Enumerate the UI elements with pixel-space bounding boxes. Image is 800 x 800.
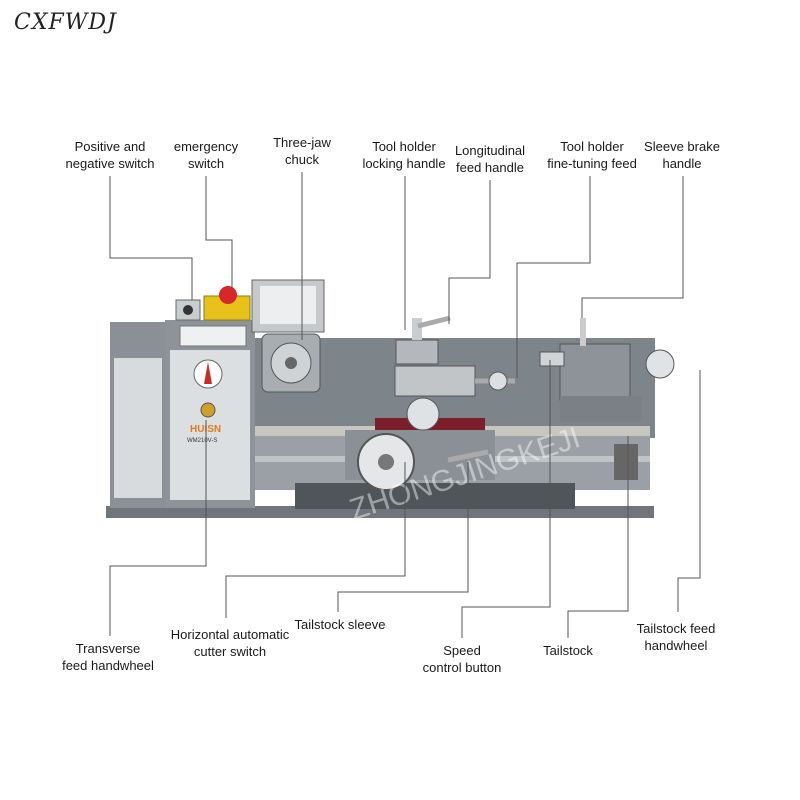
label-tailstock-feed-handwheel: Tailstock feed handwheel bbox=[636, 621, 716, 653]
leader-positive-negative-switch bbox=[109, 176, 193, 300]
label-three-jaw-chuck: Three-jaw chuck bbox=[273, 135, 331, 167]
label-positive-negative-switch: Positive and negative switch bbox=[65, 139, 155, 171]
label-emergency-switch: emergency switch bbox=[173, 139, 239, 171]
leader-tool-holder-fine-tuning-feed bbox=[516, 176, 591, 378]
handwheel-hub bbox=[378, 454, 394, 470]
label-speed-control-button: Speed control button bbox=[422, 643, 502, 675]
tool-post-stem bbox=[412, 318, 422, 340]
leader-sleeve-brake-handle bbox=[581, 176, 684, 318]
leader-emergency-switch bbox=[205, 176, 233, 288]
leader-horizontal-automatic-cutter-switch bbox=[225, 462, 406, 618]
speed-knob bbox=[200, 402, 216, 418]
leader-tailstock-sleeve bbox=[337, 462, 469, 612]
label-longitudinal-feed-handle: Longitudinal feed handle bbox=[454, 143, 526, 175]
transverse-feed-wheel bbox=[406, 397, 440, 431]
leader-speed-control-button bbox=[461, 360, 551, 638]
label-horizontal-automatic-cutter-switch: Horizontal automatic cutter switch bbox=[170, 627, 290, 659]
chuck-center bbox=[285, 357, 297, 369]
machine-model: WM210V-S bbox=[187, 438, 217, 444]
panel-display bbox=[179, 325, 247, 347]
cross-slide bbox=[394, 365, 476, 397]
fine-tuning-wheel bbox=[488, 371, 508, 391]
sleeve-brake-handle bbox=[580, 318, 586, 346]
tailstock-sleeve bbox=[539, 351, 565, 367]
tailstock-body bbox=[559, 343, 631, 401]
direction-knob bbox=[183, 305, 193, 315]
label-tailstock: Tailstock bbox=[543, 643, 593, 658]
label-tool-holder-fine-tuning-feed: Tool holder fine-tuning feed bbox=[547, 139, 637, 171]
leader-transverse-feed-handwheel bbox=[109, 420, 207, 636]
tailstock-handwheel bbox=[645, 349, 675, 379]
leader-lines bbox=[109, 172, 701, 638]
label-transverse-feed-handwheel: Transverse feed handwheel bbox=[62, 641, 154, 673]
leader-longitudinal-feed-handle bbox=[448, 180, 491, 324]
label-tool-holder-locking-handle: Tool holder locking handle bbox=[362, 139, 446, 171]
tailstock-base bbox=[560, 396, 642, 422]
tailstock-clamp bbox=[614, 444, 638, 480]
label-tailstock-sleeve: Tailstock sleeve bbox=[294, 617, 386, 632]
tool-post bbox=[395, 339, 439, 365]
label-sleeve-brake-handle: Sleeve brake handle bbox=[644, 139, 720, 171]
dial-pointer bbox=[204, 362, 212, 384]
leader-tailstock bbox=[567, 436, 629, 638]
auto-feed-lever bbox=[447, 449, 489, 463]
chuck-guard-window bbox=[260, 286, 316, 324]
leader-tailstock-feed-handwheel bbox=[677, 370, 701, 612]
tool-holder-locking-lever bbox=[417, 315, 451, 329]
bed-foot bbox=[295, 483, 575, 509]
emergency-button bbox=[219, 286, 237, 304]
side-chart bbox=[114, 358, 162, 498]
brand-logo-text: CXFWDJ bbox=[14, 10, 117, 35]
